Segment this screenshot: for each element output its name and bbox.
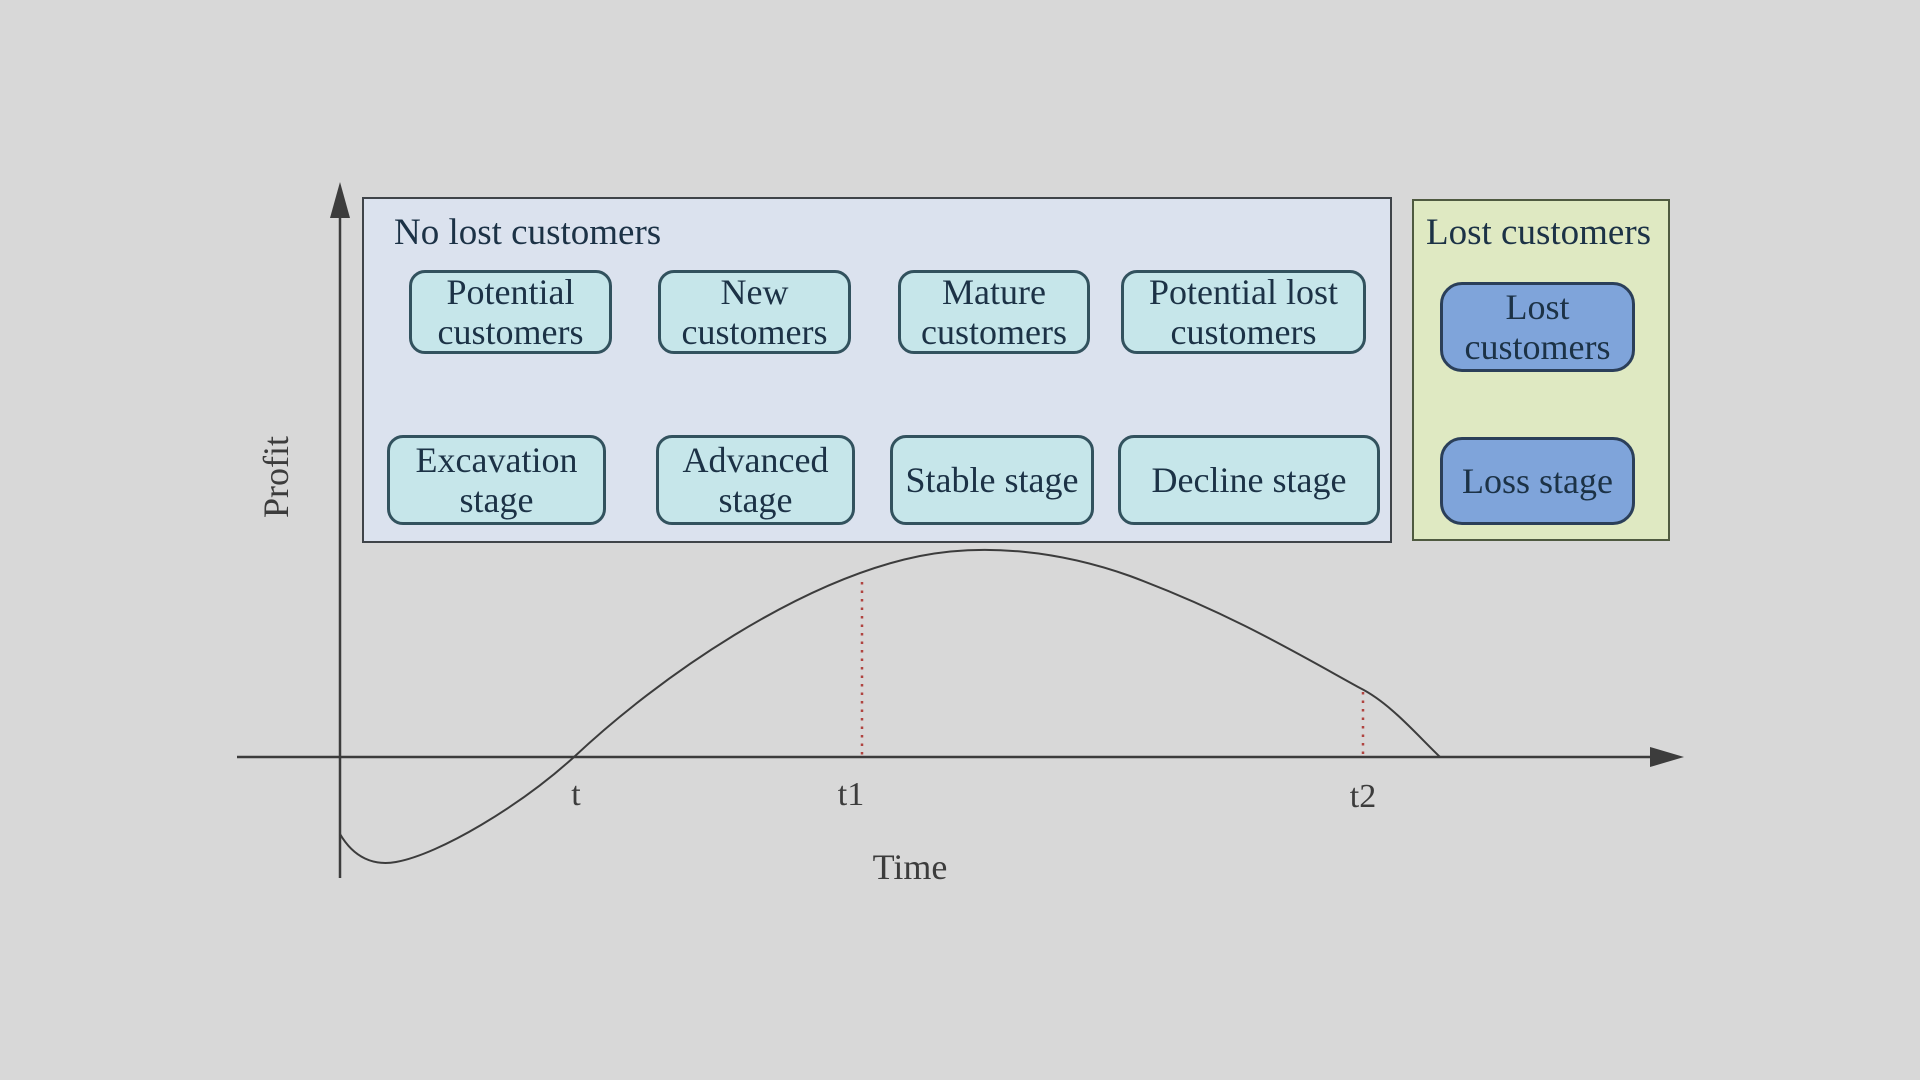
potential-lost-customers-box: Potential lost customers [1121, 270, 1366, 354]
potential-customers-box: Potential customers [409, 270, 612, 354]
lost-customers-panel: Lost customers Lost customers Loss stage [1412, 199, 1670, 541]
potential-lost-customers-label: Potential lost customers [1149, 271, 1338, 352]
lost-customers-label: Lost customers [1464, 286, 1611, 367]
new-customers-label: New customers [681, 271, 828, 352]
profit-axis-arrow-icon [330, 182, 350, 218]
loss-stage-box: Loss stage [1440, 437, 1635, 525]
tick-label-t2: t2 [1349, 778, 1377, 815]
new-customers-box: New customers [658, 270, 851, 354]
lost-customers-box: Lost customers [1440, 282, 1635, 372]
stable-stage-box: Stable stage [890, 435, 1094, 525]
no-lost-customers-panel: No lost customers Potential customers Ne… [362, 197, 1392, 543]
mature-customers-box: Mature customers [898, 270, 1090, 354]
x-axis-label: Time [872, 847, 948, 887]
advanced-stage-label: Advanced stage [682, 439, 829, 520]
stable-stage-label: Stable stage [905, 459, 1079, 500]
profit-curve [339, 548, 1441, 864]
mature-customers-label: Mature customers [921, 271, 1067, 352]
decline-stage-box: Decline stage [1118, 435, 1380, 525]
decline-stage-label: Decline stage [1151, 459, 1347, 500]
loss-stage-label: Loss stage [1462, 460, 1613, 501]
excavation-stage-label: Excavation stage [415, 439, 578, 520]
tick-label-t1: t1 [837, 776, 865, 813]
potential-customers-label: Potential customers [437, 271, 584, 352]
no-lost-customers-title: No lost customers [394, 212, 662, 253]
time-axis-arrow-icon [1650, 747, 1684, 767]
advanced-stage-box: Advanced stage [656, 435, 855, 525]
lost-customers-title: Lost customers [1426, 212, 1652, 253]
y-axis-label: Profit [256, 436, 296, 519]
tick-label-t: t [571, 776, 581, 813]
excavation-stage-box: Excavation stage [387, 435, 606, 525]
